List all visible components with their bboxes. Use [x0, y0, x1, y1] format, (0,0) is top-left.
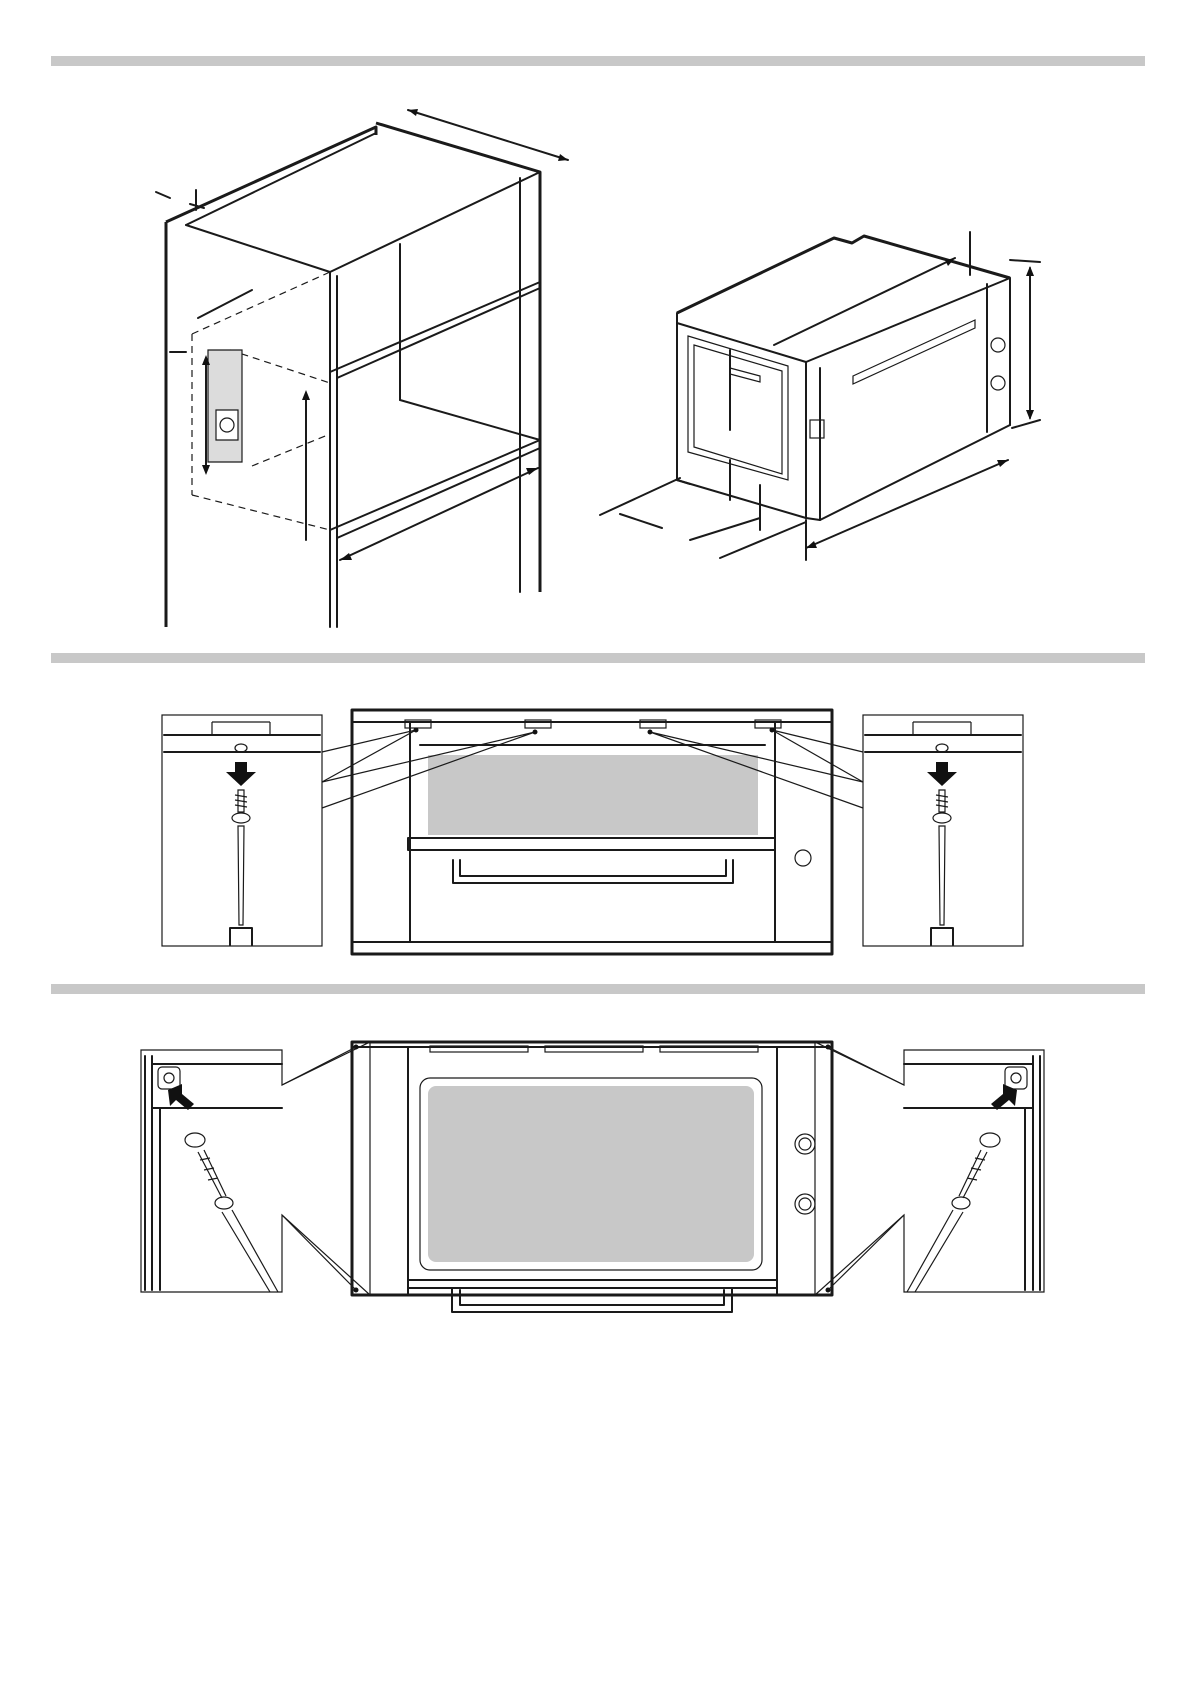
arrow-up-right-icon — [991, 1084, 1017, 1110]
cabinet-niche-diagram — [156, 109, 568, 627]
arrow-down-icon — [226, 762, 256, 786]
knob-icon — [795, 850, 811, 866]
arrow-down-icon — [927, 762, 957, 786]
knob-icon — [795, 1134, 815, 1154]
arrow-up-right-icon — [168, 1084, 194, 1110]
screw-icon — [198, 1150, 226, 1198]
screwdriver-icon — [939, 826, 945, 925]
screw-icon — [959, 1150, 987, 1198]
screwdriver-icon — [238, 826, 244, 925]
section-divider — [51, 984, 1145, 994]
screwdriver-icon — [222, 1210, 278, 1292]
oven-front-top — [322, 710, 863, 954]
screw-detail-left — [162, 715, 322, 946]
figure-cabinet-and-oven — [0, 0, 1190, 640]
screw-icon — [936, 790, 948, 812]
screw-detail-right — [863, 715, 1023, 946]
knob-icon — [795, 1194, 815, 1214]
screwdriver-icon — [907, 1210, 963, 1292]
screw-detail-right — [815, 1042, 1044, 1295]
screw-detail-left — [141, 1042, 370, 1295]
oven-appliance-diagram — [600, 232, 1040, 560]
section-divider — [51, 653, 1145, 663]
oven-front-side — [282, 1042, 904, 1312]
screw-icon — [235, 790, 247, 812]
